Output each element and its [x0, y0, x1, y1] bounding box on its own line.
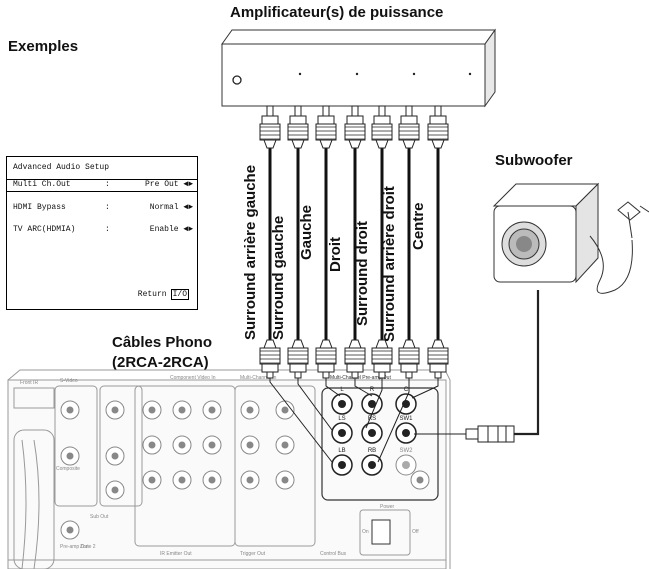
return-key: I/O: [170, 289, 189, 300]
amplifier: [221, 28, 496, 108]
svg-text:Off: Off: [412, 529, 419, 535]
rca-cable-4: [344, 105, 366, 379]
cable-label-7: Centre: [410, 202, 427, 250]
svg-text:Pre-amp Out: Pre-amp Out: [60, 544, 89, 550]
svg-text:LS: LS: [338, 416, 345, 422]
svg-text:Control Bus: Control Bus: [320, 551, 347, 557]
rca-cable-2: [287, 105, 309, 379]
jack-L: L: [331, 387, 353, 415]
svg-text:SW2: SW2: [399, 448, 413, 454]
svg-text:Sub Out: Sub Out: [90, 514, 109, 520]
svg-text:L: L: [340, 387, 344, 393]
svg-text:Power: Power: [380, 504, 395, 510]
advanced-audio-setup-menu: Advanced Audio Setup Multi Ch.Out : Pre …: [6, 156, 198, 310]
svg-text:Multi-Channel Pre-amp Out: Multi-Channel Pre-amp Out: [330, 375, 391, 381]
jack-LB: LB: [331, 448, 353, 476]
menu-row-tv-arc[interactable]: TV ARC(HDMIA) : Enable ◄►: [13, 225, 193, 234]
svg-text:Composite: Composite: [56, 466, 80, 472]
jack-RS: RS: [361, 416, 383, 444]
rca-cable-6: [398, 105, 420, 379]
cable-label-4: Droit: [327, 237, 344, 272]
panel-jacks-generic: [60, 400, 430, 540]
jack-wires: [269, 378, 439, 463]
jack-LS: LS: [331, 416, 353, 444]
svg-text:Zone 2: Zone 2: [80, 544, 96, 550]
jack-SW2: SW2: [395, 448, 417, 476]
subwoofer: [492, 182, 649, 294]
cable-label-6: Surround arrière droit: [381, 186, 398, 342]
rca-cable-1: [259, 105, 281, 379]
svg-text:R: R: [370, 387, 375, 393]
svg-text:C: C: [404, 387, 409, 393]
svg-text:SW1: SW1: [399, 416, 413, 422]
subwoofer-cable: [414, 290, 540, 443]
svg-text:S-Video: S-Video: [60, 378, 78, 384]
cable-label-1: Surround arrière gauche: [242, 164, 259, 340]
amp-power-indicator: [232, 75, 242, 85]
phono-cables-title: Câbles Phono (2RCA-2RCA): [112, 334, 213, 371]
svg-text:On: On: [362, 529, 369, 535]
jack-RB: RB: [361, 448, 383, 476]
preamp-out-jacks: L R C LS RS SW1 LB RB SW2: [331, 387, 417, 476]
svg-text:LB: LB: [338, 448, 345, 454]
subwoofer-title: Subwoofer: [495, 152, 573, 169]
svg-text:Front IR: Front IR: [20, 380, 38, 386]
cable-label-3: Gauche: [298, 204, 315, 260]
rca-cables: [259, 105, 449, 379]
rca-cable-3: [315, 105, 337, 379]
menu-title: Advanced Audio Setup: [13, 163, 110, 172]
menu-row-hdmi-bypass[interactable]: HDMI Bypass : Normal ◄►: [13, 203, 193, 212]
rca-cable-5: [371, 105, 393, 379]
svg-text:Component Video In: Component Video In: [170, 375, 216, 381]
panel-small-labels: Component Video In Multi-Channel In Mult…: [20, 375, 419, 557]
menu-row-multi-ch-out[interactable]: Multi Ch.Out : Pre Out ◄►: [7, 179, 197, 192]
cable-label-5: Surround droit: [354, 221, 371, 326]
cable-label-2: Surround gauche: [270, 215, 287, 340]
svg-text:IR Emitter Out: IR Emitter Out: [160, 551, 192, 557]
svg-text:Trigger Out: Trigger Out: [240, 551, 266, 557]
jack-SW1: SW1: [395, 416, 417, 444]
rca-cable-7: [427, 105, 449, 379]
svg-text:RS: RS: [368, 416, 376, 422]
examples-title: Exemples: [8, 38, 79, 55]
svg-text:Multi-Channel In: Multi-Channel In: [240, 375, 277, 381]
amplifier-title: Amplificateur(s) de puissance: [230, 4, 444, 21]
svg-text:RB: RB: [368, 448, 376, 454]
